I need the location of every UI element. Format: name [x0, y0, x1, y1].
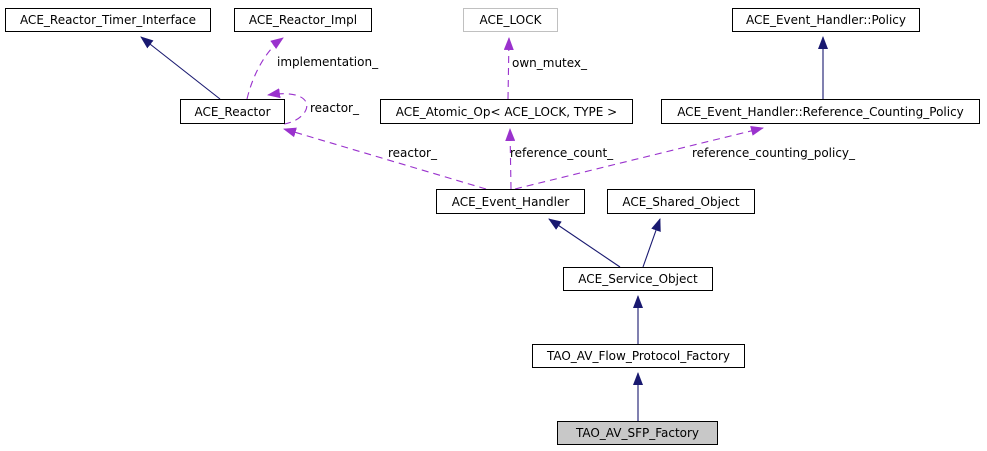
node-atomic-op[interactable]: ACE_Atomic_Op< ACE_LOCK, TYPE >	[380, 99, 633, 124]
edge-label-usage-ref-counting-policy: reference_counting_policy_	[692, 146, 856, 160]
node-reference-counting-policy[interactable]: ACE_Event_Handler::Reference_Counting_Po…	[661, 99, 980, 124]
node-reactor-timer-interface[interactable]: ACE_Reactor_Timer_Interface	[5, 8, 211, 32]
edge-label-usage-own-mutex: own_mutex_	[512, 56, 588, 70]
node-ace-lock: ACE_LOCK	[463, 8, 558, 32]
node-flow-protocol-factory[interactable]: TAO_AV_Flow_Protocol_Factory	[532, 344, 745, 368]
edge-usage-reactor-self-loop	[267, 88, 308, 125]
edge-label-usage-reference-count: reference_count_	[510, 146, 614, 160]
edge-usage-reactor	[283, 127, 487, 190]
edge-inherit-reactor-to-timer-interface	[140, 36, 221, 100]
edge-usage-ref-counting-policy	[514, 126, 764, 190]
node-service-object[interactable]: ACE_Service_Object	[563, 267, 713, 291]
node-sfp-factory: TAO_AV_SFP_Factory	[557, 421, 718, 445]
edge-usage-implementation	[246, 37, 284, 100]
edge-inherit-service-to-shared-object	[642, 218, 661, 268]
edge-label-usage-implementation: implementation_	[277, 55, 379, 69]
node-shared-object[interactable]: ACE_Shared_Object	[607, 189, 755, 214]
edge-label-usage-reactor-self-loop: reactor_	[310, 101, 359, 115]
edge-inherit-service-to-event-handler	[548, 218, 621, 268]
edge-usage-reference-count	[505, 128, 516, 190]
edge-group	[140, 36, 828, 421]
edge-label-usage-reactor: reactor_	[388, 146, 437, 160]
node-event-handler-policy[interactable]: ACE_Event_Handler::Policy	[732, 8, 920, 32]
node-reactor[interactable]: ACE_Reactor	[180, 99, 285, 124]
edge-usage-own-mutex	[503, 37, 514, 100]
node-reactor-impl[interactable]: ACE_Reactor_Impl	[234, 8, 372, 32]
node-event-handler[interactable]: ACE_Event_Handler	[436, 189, 585, 214]
